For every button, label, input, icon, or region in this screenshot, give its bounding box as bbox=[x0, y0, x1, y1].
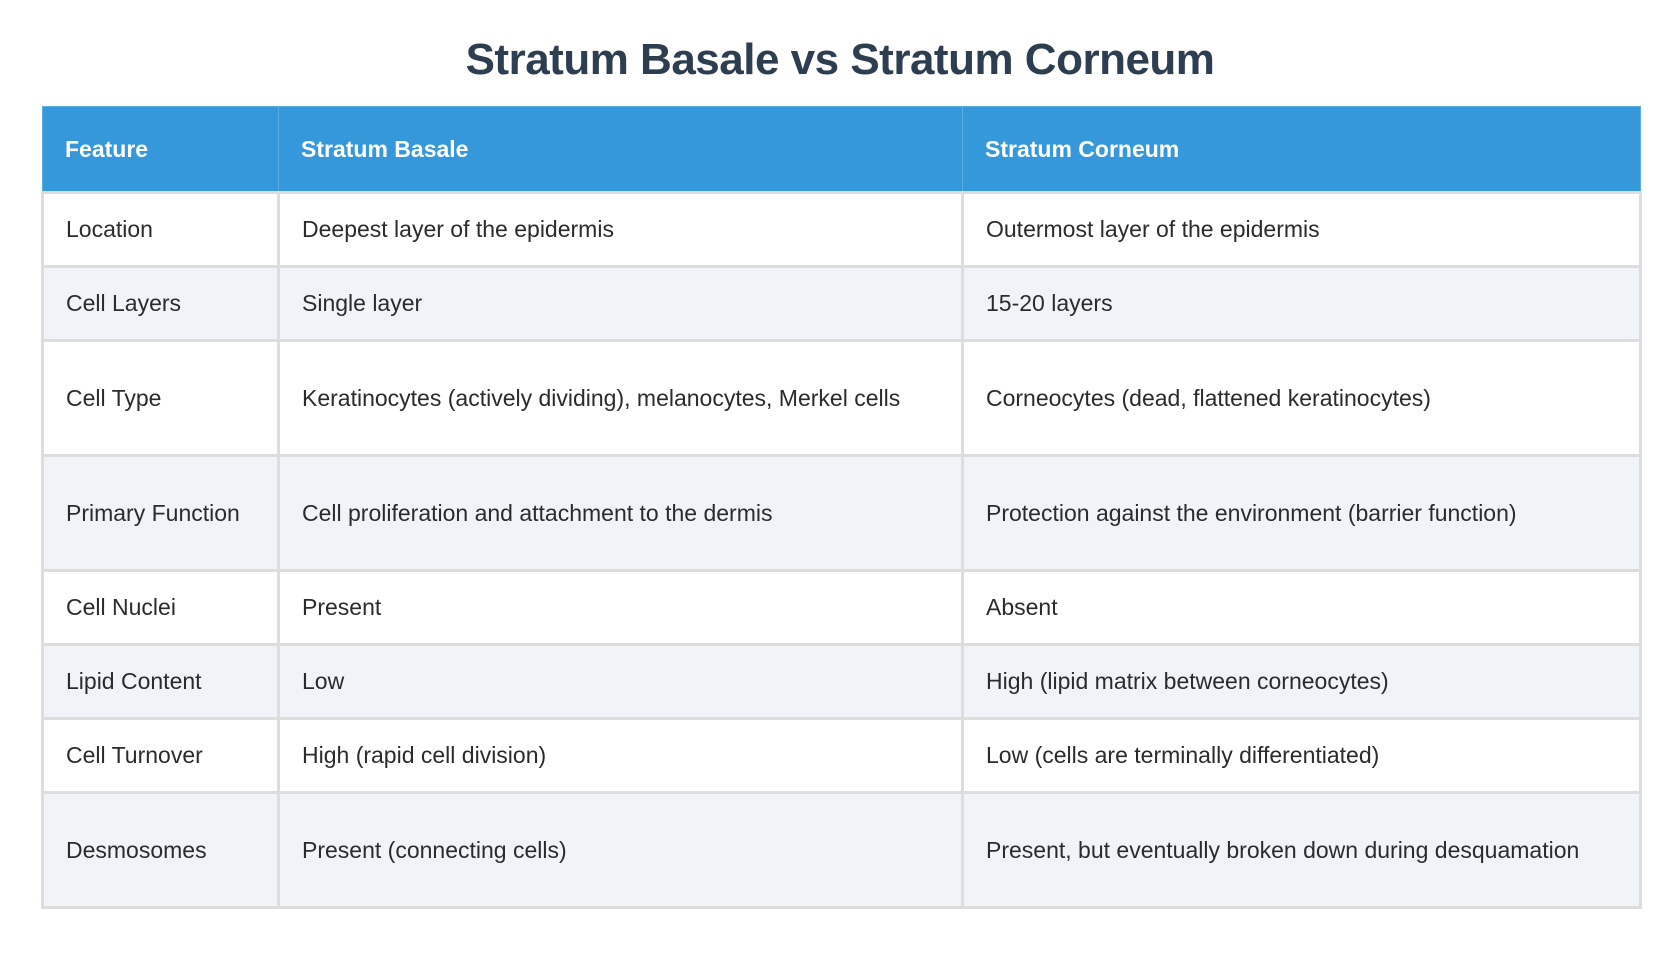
corneum-cell: Present, but eventually broken down duri… bbox=[961, 791, 1642, 909]
corneum-cell: Corneocytes (dead, flattened keratinocyt… bbox=[961, 339, 1642, 457]
table-row: Cell Layers Single layer 15-20 layers bbox=[41, 265, 1642, 342]
table-row: Cell Turnover High (rapid cell division)… bbox=[41, 717, 1642, 794]
feature-cell: Primary Function bbox=[41, 454, 280, 572]
comparison-table: Feature Stratum Basale Stratum Corneum L… bbox=[41, 106, 1642, 909]
basale-cell: Present (connecting cells) bbox=[277, 791, 964, 909]
table-row: Primary Function Cell proliferation and … bbox=[41, 454, 1642, 572]
feature-cell: Cell Turnover bbox=[41, 717, 280, 794]
table-row: Location Deepest layer of the epidermis … bbox=[41, 191, 1642, 268]
feature-cell: Cell Type bbox=[41, 339, 280, 457]
table-row: Cell Type Keratinocytes (actively dividi… bbox=[41, 339, 1642, 457]
feature-cell: Cell Layers bbox=[41, 265, 280, 342]
table-row: Desmosomes Present (connecting cells) Pr… bbox=[41, 791, 1642, 909]
header-feature: Feature bbox=[42, 106, 279, 193]
feature-cell: Location bbox=[41, 191, 280, 268]
table-body: Location Deepest layer of the epidermis … bbox=[41, 191, 1642, 909]
header-stratum-basale: Stratum Basale bbox=[278, 106, 963, 193]
feature-cell: Lipid Content bbox=[41, 643, 280, 720]
corneum-cell: Absent bbox=[961, 569, 1642, 646]
basale-cell: Low bbox=[277, 643, 964, 720]
page-title: Stratum Basale vs Stratum Corneum bbox=[465, 35, 1215, 84]
header-stratum-corneum: Stratum Corneum bbox=[962, 106, 1641, 193]
basale-cell: Keratinocytes (actively dividing), melan… bbox=[277, 339, 964, 457]
table-header: Feature Stratum Basale Stratum Corneum bbox=[42, 106, 1641, 193]
comparison-table-container: Feature Stratum Basale Stratum Corneum L… bbox=[41, 106, 1642, 909]
corneum-cell: High (lipid matrix between corneocytes) bbox=[961, 643, 1642, 720]
feature-cell: Desmosomes bbox=[41, 791, 280, 909]
corneum-cell: Outermost layer of the epidermis bbox=[961, 191, 1642, 268]
table-row: Cell Nuclei Present Absent bbox=[41, 569, 1642, 646]
basale-cell: High (rapid cell division) bbox=[277, 717, 964, 794]
basale-cell: Present bbox=[277, 569, 964, 646]
basale-cell: Deepest layer of the epidermis bbox=[277, 191, 964, 268]
corneum-cell: Protection against the environment (barr… bbox=[961, 454, 1642, 572]
corneum-cell: Low (cells are terminally differentiated… bbox=[961, 717, 1642, 794]
table-row: Lipid Content Low High (lipid matrix bet… bbox=[41, 643, 1642, 720]
header-row: Feature Stratum Basale Stratum Corneum bbox=[42, 106, 1641, 193]
corneum-cell: 15-20 layers bbox=[961, 265, 1642, 342]
feature-cell: Cell Nuclei bbox=[41, 569, 280, 646]
basale-cell: Cell proliferation and attachment to the… bbox=[277, 454, 964, 572]
basale-cell: Single layer bbox=[277, 265, 964, 342]
